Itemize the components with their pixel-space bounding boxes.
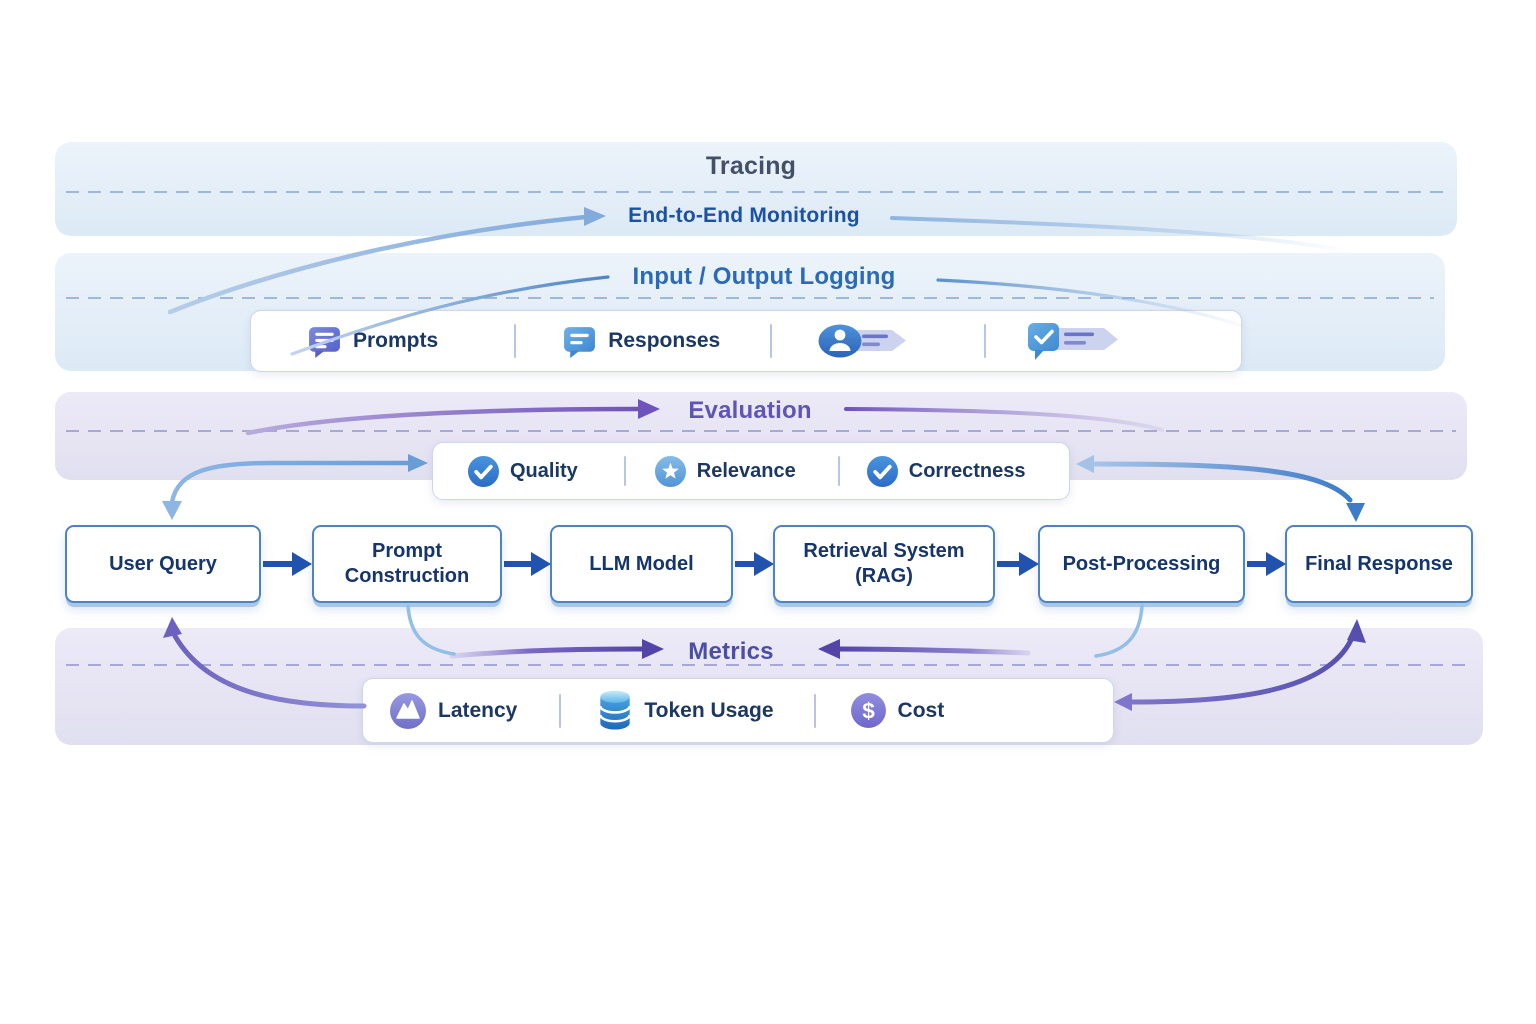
separator <box>559 693 562 728</box>
quality-label: Quality <box>510 459 578 482</box>
io-logging-card: Prompts Responses <box>250 310 1242 372</box>
node-prompt-construction: Prompt Construction <box>312 525 502 603</box>
tracing-dashed-line <box>66 191 1446 193</box>
user-log-icon <box>818 324 907 358</box>
prompts-item: Prompts <box>307 324 438 359</box>
metrics-card: Latency Token Usage <box>362 678 1114 743</box>
io-logging-title: Input / Output Logging <box>632 263 896 290</box>
user-log-item <box>818 321 910 361</box>
check-circle-icon <box>866 455 898 487</box>
latency-item: Latency <box>389 692 517 730</box>
separator <box>623 456 626 486</box>
separator <box>514 324 517 358</box>
relevance-label: Relevance <box>696 459 796 482</box>
evaluation-title: Evaluation <box>688 397 812 424</box>
node-post-processing: Post-Processing <box>1038 525 1245 603</box>
latency-label: Latency <box>438 698 518 722</box>
metrics-title: Metrics <box>688 638 774 665</box>
latency-mountain-icon <box>390 692 426 729</box>
svg-text:$: $ <box>862 699 875 724</box>
relevance-item: Relevance <box>654 455 796 488</box>
cost-label: Cost <box>897 698 945 722</box>
correctness-label: Correctness <box>908 459 1026 482</box>
cost-item: $ Cost <box>850 692 945 729</box>
node-llm-model: LLM Model <box>550 525 733 603</box>
prompt-bubble-icon <box>309 326 340 358</box>
io-dashed-line <box>66 297 1434 299</box>
token-usage-item: Token Usage <box>597 689 774 732</box>
responses-item: Responses <box>562 324 720 359</box>
dollar-icon: $ <box>850 693 886 728</box>
separator <box>984 324 987 358</box>
star-circle-icon <box>654 455 686 487</box>
responses-label: Responses <box>608 329 721 352</box>
separator <box>837 456 840 486</box>
database-icon <box>599 690 632 730</box>
node-user-query: User Query <box>65 525 261 603</box>
correctness-item: Correctness <box>866 455 1026 488</box>
end-to-end-monitoring-label: End-to-End Monitoring <box>628 204 860 227</box>
check-circle-icon <box>467 455 500 487</box>
quality-item: Quality <box>467 455 578 488</box>
tracing-title: Tracing <box>705 152 797 180</box>
metrics-dashed-line <box>66 664 1472 666</box>
token-usage-label: Token Usage <box>644 698 774 722</box>
node-final-response: Final Response <box>1285 525 1473 603</box>
evaluation-card: Quality Relevance Correctness <box>432 442 1070 500</box>
prompts-label: Prompts <box>353 329 439 352</box>
verified-reply-icon <box>1028 323 1119 360</box>
separator <box>770 324 773 358</box>
response-bubble-icon <box>564 326 596 358</box>
verified-reply-item <box>1026 321 1119 361</box>
separator <box>813 693 816 728</box>
node-retrieval-system: Retrieval System (RAG) <box>773 525 995 603</box>
evaluation-dashed-line <box>66 430 1456 432</box>
